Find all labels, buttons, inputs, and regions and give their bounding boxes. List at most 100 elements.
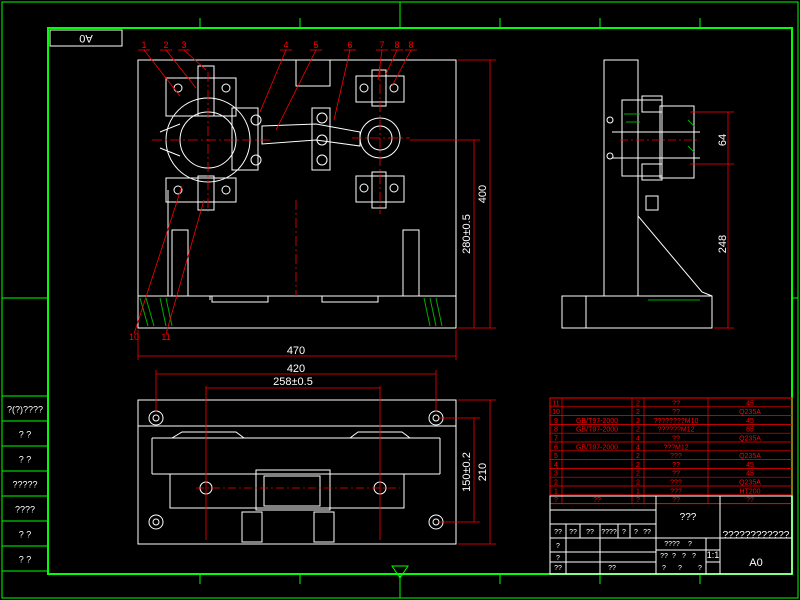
parts-list-cell: 2 (636, 409, 640, 416)
title-cell-label: ?? (569, 529, 577, 536)
parts-list-cell: 4 (636, 436, 640, 443)
left-stamp-column: ?(?)???? ? ? ? ?????????? ? ? ? ? (1, 395, 49, 572)
parts-list-cell: 65 (746, 427, 754, 434)
dim-overall-height: 400 (477, 185, 489, 203)
title-sheet-size: A0 (749, 557, 762, 569)
title-cell-label: ?? (554, 529, 562, 536)
parts-list-cell: 2 (636, 427, 640, 434)
parts-list-cell: Q235A (739, 453, 761, 460)
parts-list-cell: GB/T97-2000 (576, 418, 618, 425)
parts-list-cell: ???M12 (663, 444, 688, 451)
format-box: A0 (49, 29, 123, 47)
parts-list-cell: GB/T97-2000 (576, 444, 618, 451)
balloon-label: 7 (379, 40, 384, 50)
title-cell-label: ? (662, 565, 666, 572)
parts-list-cell: 45 (746, 462, 754, 469)
top-view-dimensions (155, 370, 496, 545)
parts-list-cell: ??? (670, 453, 682, 460)
parts-list-cell: 2 (636, 462, 640, 469)
parts-list-header: ?? (593, 497, 601, 504)
title-cell-label: ?? (586, 529, 594, 536)
parts-list-cell: ?? (672, 409, 680, 416)
parts-list-cell: HT200 (739, 488, 760, 495)
balloon-label: 3 (181, 40, 186, 50)
parts-list-cell: 1 (554, 488, 558, 495)
parts-list-cell: ?? (672, 436, 680, 443)
parts-list-cell: 4 (636, 444, 640, 451)
parts-list-cell: Q235A (739, 436, 761, 443)
title-cell-label: ? (556, 543, 560, 550)
parts-list-cell: 3 (554, 471, 558, 478)
parts-list-cell: 2 (636, 480, 640, 487)
title-cell-label: ? (678, 565, 682, 572)
front-view-centerlines (152, 66, 410, 296)
parts-list-cell: 7 (554, 436, 558, 443)
parts-list-cell: ?? (672, 400, 680, 407)
title-company: ???????????? (723, 530, 790, 541)
dim-overall-width: 470 (287, 345, 305, 357)
title-cell-label: ? (688, 541, 692, 548)
balloon-label: 6 (347, 40, 352, 50)
balloon-label: 1 (141, 40, 146, 50)
title-drawing-name: ??? (680, 512, 697, 523)
dim-center-height: 280±0.5 (461, 214, 473, 254)
balloon-label: 4 (283, 40, 288, 50)
dim-side-lower: 248 (717, 235, 729, 253)
top-view (137, 399, 457, 545)
parts-list-cell: 6 (554, 444, 558, 451)
parts-list-cell: 5 (554, 453, 558, 460)
title-cell-label: ? (634, 529, 638, 536)
stamp-cell-label: ? ? (19, 555, 32, 565)
title-cell-label: ?? (643, 529, 651, 536)
balloon-label: 11 (161, 332, 170, 342)
parts-list-header: ? (636, 497, 640, 504)
balloon-label: 10 (129, 332, 139, 342)
stamp-cell-label: ? ? (19, 430, 32, 440)
parts-list-cell: 2 (636, 471, 640, 478)
parts-list-cell: ??????M12 (658, 427, 695, 434)
parts-list-cell: ?? (672, 462, 680, 469)
parts-list-cell: 1 (636, 488, 640, 495)
parts-list-header: ?? (746, 497, 754, 504)
parts-list-cell: Q235A (739, 409, 761, 416)
parts-list-cell: 45 (746, 400, 754, 407)
title-cell-label: ?? (660, 553, 668, 560)
front-view-dimensions (137, 59, 496, 360)
stamp-cell-label: ?(?)???? (7, 405, 43, 415)
dim-top-hole-depth: 150±0.2 (461, 452, 473, 492)
parts-list-cell: 45 (746, 418, 754, 425)
parts-list-cell: ??? (670, 480, 682, 487)
parts-list-cell: 4 (554, 462, 558, 469)
title-block: ??? ???????????? 1:1 A0 ????????????????… (549, 495, 793, 575)
side-view-dimensions (620, 111, 734, 329)
parts-list-cell: 8 (554, 427, 558, 434)
title-scale: 1:1 (707, 550, 720, 560)
balloon-label: 5 (313, 40, 318, 50)
title-cell-label: ? (622, 529, 626, 536)
parts-list-cell: ?? (672, 471, 680, 478)
balloon-label: 8 (408, 40, 413, 50)
dim-center-span: 258±0.5 (273, 376, 313, 388)
stamp-cell-label: ????? (12, 480, 37, 490)
title-cell-label: ???? (601, 529, 617, 536)
front-view (137, 59, 457, 329)
title-cell-label: ? (698, 565, 702, 572)
parts-list-cell: 2 (554, 480, 558, 487)
parts-list-cell: ??? (670, 488, 682, 495)
parts-list-cell: 2 (636, 453, 640, 460)
dim-side-upper: 64 (717, 134, 729, 146)
dim-top-depth: 210 (477, 463, 489, 481)
title-cell-label: ?? (554, 565, 562, 572)
parts-list-cell: 45 (746, 471, 754, 478)
parts-list-cell: 9 (554, 418, 558, 425)
stamp-cell-label: ? ? (19, 455, 32, 465)
stamp-cell-label: ? ? (19, 530, 32, 540)
title-cell-label: ? (556, 555, 560, 562)
title-cell-label: ???? (664, 541, 680, 548)
title-cell-label: ? (692, 553, 696, 560)
stamp-cell-label: ???? (15, 505, 35, 515)
